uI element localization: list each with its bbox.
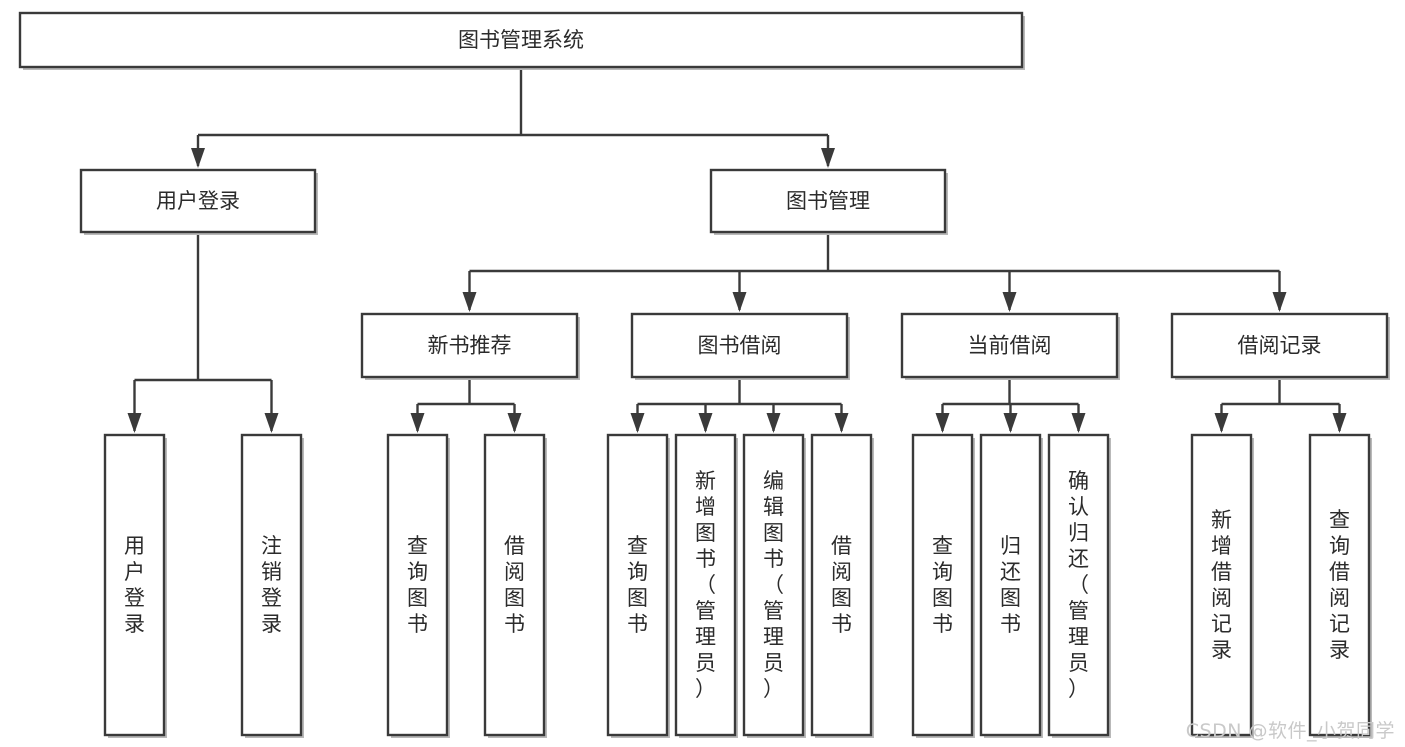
leaf-node-查询图书[interactable]: 查询图书 xyxy=(911,433,975,738)
leaf-node-查询图书[interactable]: 查询图书 xyxy=(606,433,670,738)
node-root-图书管理系统[interactable]: 图书管理系统 xyxy=(18,11,1025,70)
leaf-node-归还图书[interactable]: 归还图书 xyxy=(979,433,1043,738)
leaf-label: 归还图书 xyxy=(1000,534,1021,636)
arrow-to-leaf xyxy=(834,413,849,433)
arrow-to-leaf xyxy=(264,413,279,433)
leaf-label: 注销登录 xyxy=(261,534,282,636)
node-label: 图书管理系统 xyxy=(458,28,584,52)
node-当前借阅[interactable]: 当前借阅 xyxy=(900,312,1120,380)
leaf-node-借阅图书[interactable]: 借阅图书 xyxy=(483,433,547,738)
leaf-label: 新增借阅记录 xyxy=(1211,508,1232,662)
arrow-to-新书推荐 xyxy=(462,292,477,312)
arrow-to-借阅记录 xyxy=(1272,292,1287,312)
arrow-to-图书管理 xyxy=(821,148,835,168)
node-新书推荐[interactable]: 新书推荐 xyxy=(360,312,580,380)
arrow-to-leaf xyxy=(766,413,781,433)
leaf-node-借阅图书[interactable]: 借阅图书 xyxy=(810,433,874,738)
leaf-label: 查询图书 xyxy=(627,534,648,636)
node-借阅记录[interactable]: 借阅记录 xyxy=(1170,312,1390,380)
node-图书借阅[interactable]: 图书借阅 xyxy=(630,312,850,380)
connector-layer xyxy=(127,67,1347,433)
arrow-to-leaf xyxy=(410,413,425,433)
leaf-node-新增借阅记录[interactable]: 新增借阅记录 xyxy=(1190,433,1254,738)
leaf-label: 查询图书 xyxy=(407,534,428,636)
leaf-node-查询图书[interactable]: 查询图书 xyxy=(386,433,450,738)
node-用户登录[interactable]: 用户登录 xyxy=(79,168,318,235)
arrow-to-leaf xyxy=(935,413,950,433)
leaf-node-用户登录[interactable]: 用户登录 xyxy=(103,433,167,738)
leaf-node-注销登录[interactable]: 注销登录 xyxy=(240,433,304,738)
arrow-to-leaf xyxy=(630,413,645,433)
arrow-to-leaf xyxy=(1332,413,1347,433)
node-label: 图书管理 xyxy=(786,189,870,213)
arrow-to-leaf xyxy=(507,413,522,433)
arrow-to-leaf xyxy=(698,413,713,433)
leaf-label: 查询图书 xyxy=(932,534,953,636)
leaf-node-查询借阅记录[interactable]: 查询借阅记录 xyxy=(1308,433,1372,738)
arrow-to-leaf xyxy=(1003,413,1018,433)
leaf-label: 借阅图书 xyxy=(504,534,525,636)
arrow-to-图书借阅 xyxy=(732,292,747,312)
arrow-to-leaf xyxy=(1214,413,1229,433)
node-layer: 图书管理系统用户登录图书管理新书推荐图书借阅当前借阅借阅记录用户登录注销登录查询… xyxy=(18,11,1390,738)
leaf-label: 借阅图书 xyxy=(831,534,852,636)
node-label: 当前借阅 xyxy=(968,334,1052,358)
leaf-label: 确认归还（管理员） xyxy=(1068,469,1089,701)
arrow-to-leaf xyxy=(1071,413,1086,433)
leaf-node-编辑图书管理员[interactable]: 编辑图书（管理员） xyxy=(742,433,806,738)
leaf-label: 编辑图书（管理员） xyxy=(763,469,784,701)
leaf-node-确认归还管理员[interactable]: 确认归还（管理员） xyxy=(1047,433,1111,738)
arrow-to-leaf xyxy=(127,413,142,433)
node-图书管理[interactable]: 图书管理 xyxy=(709,168,948,235)
node-label: 用户登录 xyxy=(156,189,240,213)
arrow-to-用户登录 xyxy=(191,148,205,168)
arrow-to-当前借阅 xyxy=(1002,292,1017,312)
node-label: 新书推荐 xyxy=(428,334,512,358)
node-label: 借阅记录 xyxy=(1238,334,1322,358)
leaf-label: 查询借阅记录 xyxy=(1329,508,1350,662)
leaf-label: 新增图书（管理员） xyxy=(695,469,716,701)
node-label: 图书借阅 xyxy=(698,334,782,358)
leaf-label: 用户登录 xyxy=(124,534,145,636)
leaf-node-新增图书管理员[interactable]: 新增图书（管理员） xyxy=(674,433,738,738)
